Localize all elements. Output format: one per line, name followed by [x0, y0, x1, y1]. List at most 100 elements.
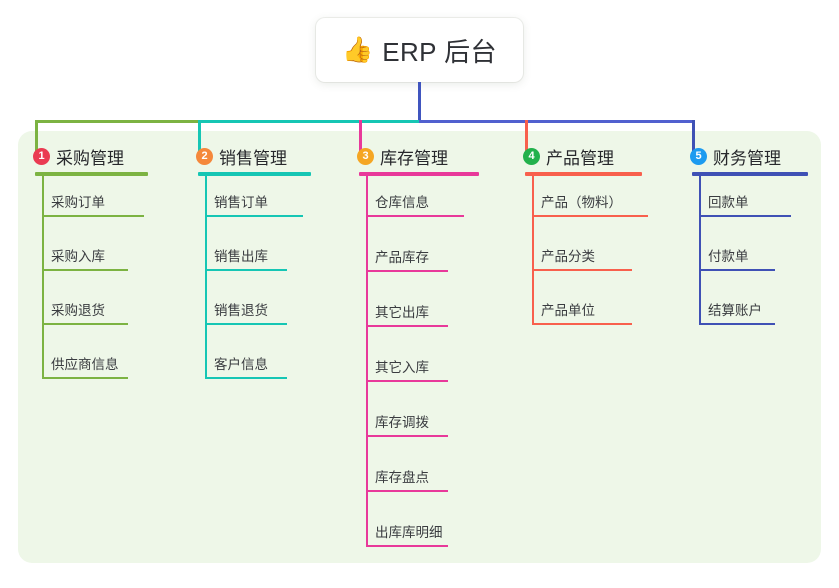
leaf-item-underline — [366, 490, 448, 492]
leaf-item-underline — [699, 269, 775, 271]
leaf-item-label: 其它出库 — [375, 305, 429, 320]
column-4: 4 产品管理产品（物料） 产品分类产品单位 — [523, 145, 648, 325]
leaf-item-underline — [699, 215, 791, 217]
leaf-item-label: 产品库存 — [375, 250, 429, 265]
leaf-item[interactable]: 其它出库 — [366, 301, 448, 327]
leaf-item[interactable]: 客户信息 — [205, 353, 287, 379]
leaf-item[interactable]: 供应商信息 — [42, 353, 128, 379]
leaf-item-underline — [532, 269, 632, 271]
column-3: 3 库存管理仓库信息产品库存其它出库其它入库库存调拨库存盘点出库库明细 — [357, 145, 479, 547]
column-header-5[interactable]: 5 财务管理 — [690, 145, 781, 168]
connector-drop-5 — [692, 120, 695, 151]
leaf-item-label: 产品（物料） — [541, 195, 622, 210]
leaf-item[interactable]: 其它入库 — [366, 356, 448, 382]
column-title: 采购管理 — [56, 148, 124, 168]
leaf-item-underline — [42, 215, 144, 217]
leaf-item-label: 结算账户 — [708, 303, 762, 318]
leaf-item-label: 供应商信息 — [51, 357, 119, 372]
leaf-item[interactable]: 销售订单 — [205, 191, 303, 217]
leaf-item-underline — [366, 435, 448, 437]
column-underline — [35, 172, 148, 176]
leaf-item[interactable]: 销售出库 — [205, 245, 287, 271]
leaf-item[interactable]: 采购入库 — [42, 245, 128, 271]
leaf-item-label: 库存调拨 — [375, 415, 429, 430]
leaf-item-label: 回款单 — [708, 195, 749, 210]
leaf-item-underline — [205, 269, 287, 271]
column-number-badge: 3 — [357, 147, 374, 165]
leaf-item[interactable]: 付款单 — [699, 245, 775, 271]
leaf-item-label: 采购订单 — [51, 195, 105, 210]
leaf-item[interactable]: 采购退货 — [42, 299, 128, 325]
leaf-item-label: 销售出库 — [214, 249, 268, 264]
column-number-badge: 5 — [690, 147, 707, 165]
leaf-item-label: 采购入库 — [51, 249, 105, 264]
column-header-2[interactable]: 2 销售管理 — [196, 145, 287, 168]
column-header-3[interactable]: 3 库存管理 — [357, 145, 448, 168]
column-underline — [692, 172, 808, 176]
column-1: 1 采购管理采购订单采购入库采购退货供应商信息 — [33, 145, 148, 379]
leaf-item-label: 产品分类 — [541, 249, 595, 264]
connector-drop-3 — [359, 120, 362, 151]
connector-stem-center — [418, 82, 421, 123]
leaf-item-label: 产品单位 — [541, 303, 595, 318]
column-number-badge: 2 — [196, 147, 213, 165]
column-header-1[interactable]: 1 采购管理 — [33, 145, 124, 168]
leaf-item-label: 付款单 — [708, 249, 749, 264]
column-title: 产品管理 — [546, 148, 614, 168]
column-2: 2 销售管理销售订单销售出库销售退货客户信息 — [196, 145, 311, 379]
leaf-item-underline — [205, 377, 287, 379]
leaf-item[interactable]: 仓库信息 — [366, 191, 464, 217]
column-title: 销售管理 — [219, 148, 287, 168]
leaf-item-underline — [366, 270, 448, 272]
leaf-item-underline — [366, 215, 464, 217]
leaf-item-underline — [205, 215, 303, 217]
thumbs-up-icon: 👍 — [342, 35, 374, 64]
leaf-item-underline — [42, 377, 128, 379]
column-number-badge: 1 — [33, 147, 50, 165]
leaf-item-label: 客户信息 — [214, 357, 268, 372]
leaf-item-underline — [532, 215, 648, 217]
column-underline — [525, 172, 642, 176]
leaf-item-label: 其它入库 — [375, 360, 429, 375]
leaf-item-underline — [205, 323, 287, 325]
column-title: 库存管理 — [380, 148, 448, 168]
column-spine — [532, 176, 534, 325]
page-title: ERP 后台 — [382, 36, 497, 67]
column-spine — [42, 176, 44, 379]
connector-drop-2 — [198, 120, 201, 151]
leaf-item[interactable]: 产品分类 — [532, 245, 632, 271]
column-spine — [699, 176, 701, 325]
leaf-item[interactable]: 出库库明细 — [366, 521, 448, 547]
leaf-item[interactable]: 库存盘点 — [366, 466, 448, 492]
column-header-4[interactable]: 4 产品管理 — [523, 145, 614, 168]
leaf-item[interactable]: 销售退货 — [205, 299, 287, 325]
leaf-item[interactable]: 产品（物料） — [532, 191, 648, 217]
connector-trunk-violet — [419, 120, 695, 123]
column-5: 5 财务管理回款单付款单结算账户 — [690, 145, 808, 325]
column-number-badge: 4 — [523, 147, 540, 165]
leaf-item-underline — [699, 323, 775, 325]
leaf-item-underline — [42, 269, 128, 271]
leaf-item[interactable]: 产品库存 — [366, 246, 448, 272]
leaf-item[interactable]: 回款单 — [699, 191, 791, 217]
leaf-item-label: 库存盘点 — [375, 470, 429, 485]
leaf-item-label: 仓库信息 — [375, 195, 429, 210]
leaf-item[interactable]: 结算账户 — [699, 299, 775, 325]
leaf-item[interactable]: 采购订单 — [42, 191, 144, 217]
column-underline — [198, 172, 311, 176]
leaf-item-underline — [42, 323, 128, 325]
connector-drop-4 — [525, 120, 528, 151]
column-spine — [205, 176, 207, 379]
leaf-item-underline — [366, 545, 448, 547]
leaf-item-label: 销售退货 — [214, 303, 268, 318]
column-title: 财务管理 — [713, 148, 781, 168]
connector-drop-1 — [35, 120, 38, 151]
column-spine — [366, 176, 368, 547]
title-card[interactable]: 👍 ERP 后台 — [316, 18, 523, 82]
leaf-item-underline — [366, 325, 448, 327]
leaf-item[interactable]: 产品单位 — [532, 299, 632, 325]
connector-trunk-teal — [198, 120, 421, 123]
leaf-item-label: 采购退货 — [51, 303, 105, 318]
leaf-item[interactable]: 库存调拨 — [366, 411, 448, 437]
